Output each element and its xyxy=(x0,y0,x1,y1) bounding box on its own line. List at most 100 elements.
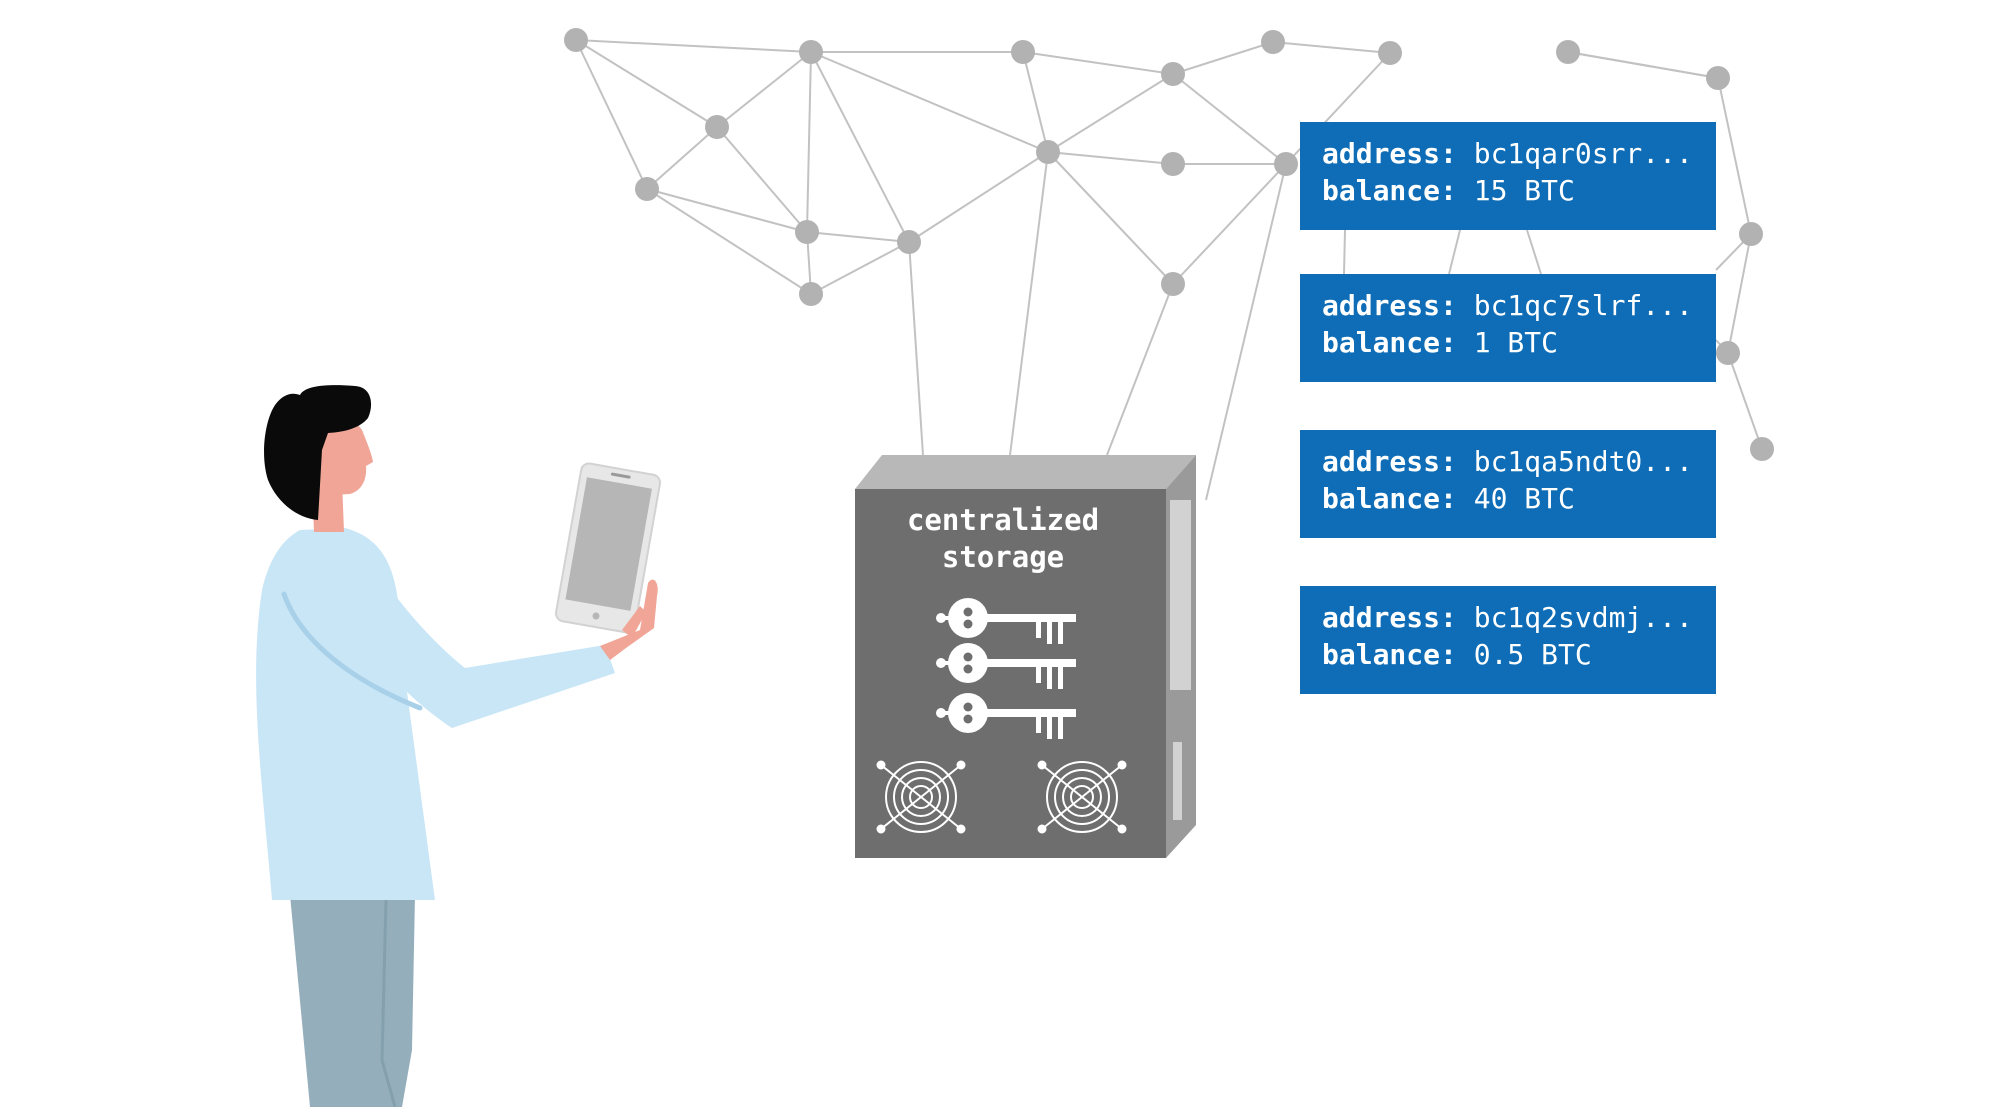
network-edge xyxy=(810,51,910,243)
balance-value: 15 BTC xyxy=(1473,174,1575,207)
network-edge xyxy=(716,126,808,233)
network-node xyxy=(1161,152,1185,176)
storage-title-line2: storage xyxy=(942,540,1064,574)
network-edge xyxy=(1727,233,1752,354)
address-value: bc1qc7slrf... xyxy=(1473,289,1693,322)
network-edge xyxy=(806,51,812,233)
person-fingers xyxy=(622,606,646,638)
pants-crease xyxy=(380,899,397,1107)
balance-label: balance: xyxy=(1322,326,1457,359)
network-edge xyxy=(575,39,718,128)
network-edge xyxy=(1047,151,1174,285)
network-node xyxy=(1161,272,1185,296)
network-node xyxy=(1750,437,1774,461)
network-edge xyxy=(1727,352,1763,450)
network-node xyxy=(564,28,588,52)
address-label: address: xyxy=(1322,289,1457,322)
network-nodes xyxy=(564,28,1774,461)
person-illustration xyxy=(256,385,662,1107)
person-hand xyxy=(600,579,658,660)
network-edge xyxy=(1567,51,1719,79)
network-edge xyxy=(1343,229,1346,275)
network-node xyxy=(795,220,819,244)
address-value: bc1q2svdmj... xyxy=(1473,601,1693,634)
address-value: bc1qa5ndt0... xyxy=(1473,445,1693,478)
person-arm xyxy=(360,545,615,728)
network-edge xyxy=(1022,51,1174,75)
network-edge xyxy=(716,51,812,128)
network-edge xyxy=(646,188,808,233)
network-edge xyxy=(806,231,910,243)
network-edge xyxy=(1106,283,1174,456)
network-edge xyxy=(1172,41,1274,75)
network-edge xyxy=(646,188,812,295)
shirt-fold xyxy=(281,591,423,711)
person-face xyxy=(312,416,373,496)
server-front-face xyxy=(855,489,1166,858)
network-edge xyxy=(1172,163,1287,285)
network-edge xyxy=(810,51,1049,153)
balance-label: balance: xyxy=(1322,174,1457,207)
network-edge xyxy=(1205,163,1287,501)
network-node xyxy=(705,115,729,139)
person-shirt xyxy=(256,528,435,900)
network-node xyxy=(1378,41,1402,65)
person-hair xyxy=(264,385,372,520)
balance-value: 0.5 BTC xyxy=(1473,638,1592,671)
network-edge xyxy=(1717,77,1752,235)
network-edges xyxy=(575,39,1763,501)
wallet-card: address: bc1q2svdmj... balance: 0.5 BTC xyxy=(1300,586,1716,694)
network-edge xyxy=(575,39,648,190)
network-edge xyxy=(1448,229,1461,275)
network-node xyxy=(1739,222,1763,246)
network-node xyxy=(799,40,823,64)
balance-value: 1 BTC xyxy=(1473,326,1559,359)
network-edge xyxy=(1047,151,1174,165)
server-side-panel-upper xyxy=(1170,500,1191,690)
tablet-device xyxy=(554,462,662,634)
network-node xyxy=(1706,66,1730,90)
server-side-panel-lower xyxy=(1173,742,1182,820)
address-label: address: xyxy=(1322,601,1457,634)
network-graph xyxy=(564,28,1774,501)
network-node xyxy=(1036,140,1060,164)
network-node xyxy=(1716,341,1740,365)
network-edge xyxy=(1022,51,1049,153)
address-label: address: xyxy=(1322,137,1457,170)
storage-title-line1: centralized xyxy=(907,503,1099,537)
network-edge xyxy=(908,241,924,456)
network-edge xyxy=(1009,151,1049,456)
network-edge xyxy=(908,151,1049,243)
balance-label: balance: xyxy=(1322,482,1457,515)
centralized-storage-server: centralized storage xyxy=(855,455,1196,858)
network-edge xyxy=(575,39,812,53)
fan-icon xyxy=(1037,760,1127,834)
network-edge xyxy=(810,241,910,295)
key-icon xyxy=(936,693,1076,739)
person-pants xyxy=(290,895,415,1107)
network-edge xyxy=(1272,41,1391,54)
network-edge xyxy=(1526,229,1542,275)
network-node xyxy=(1161,62,1185,86)
network-node xyxy=(635,177,659,201)
network-node xyxy=(1011,40,1035,64)
network-edge xyxy=(1172,73,1287,165)
balance-value: 40 BTC xyxy=(1473,482,1575,515)
server-top-face xyxy=(855,455,1196,489)
wallet-card: address: bc1qa5ndt0... balance: 40 BTC xyxy=(1300,430,1716,538)
address-value: bc1qar0srr... xyxy=(1473,137,1693,170)
network-node xyxy=(799,282,823,306)
network-edge xyxy=(1047,73,1174,153)
network-node xyxy=(1556,40,1580,64)
network-node xyxy=(897,230,921,254)
fan-icon xyxy=(876,760,966,834)
key-icon xyxy=(936,643,1076,689)
balance-label: balance: xyxy=(1322,638,1457,671)
network-node xyxy=(1261,30,1285,54)
address-label: address: xyxy=(1322,445,1457,478)
key-icon xyxy=(936,598,1076,644)
wallet-card: address: bc1qar0srr... balance: 15 BTC xyxy=(1300,122,1716,230)
network-node xyxy=(1274,152,1298,176)
network-edge xyxy=(646,126,718,190)
